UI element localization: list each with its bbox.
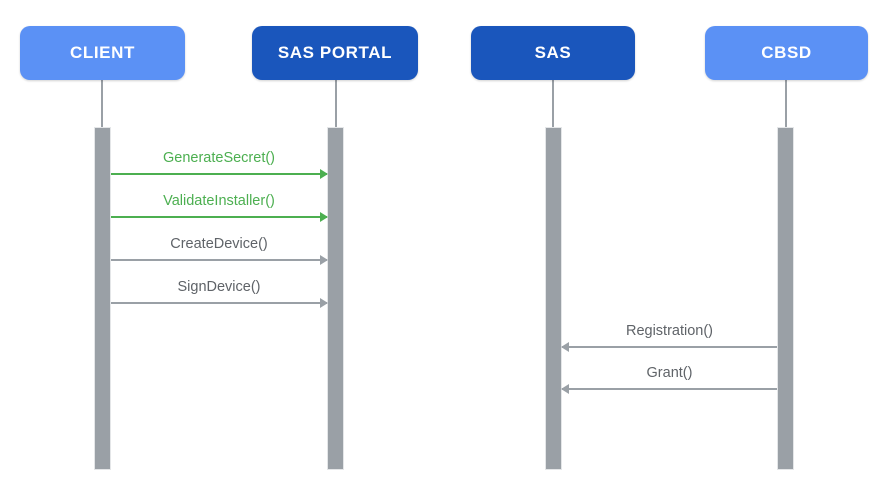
participant-label-sas: SAS: [534, 43, 572, 62]
activation-bar-sas: [545, 127, 562, 470]
participant-label-cbsd: CBSD: [761, 43, 812, 62]
arrowhead-right-icon: [320, 298, 328, 308]
lifeline-sas: [552, 80, 554, 127]
lifeline-client: [101, 80, 103, 127]
participant-sas[interactable]: SAS: [471, 26, 635, 80]
arrowhead-right-icon: [320, 255, 328, 265]
message-line-registration: [562, 346, 777, 348]
lifeline-cbsd: [785, 80, 787, 127]
message-label-generate-secret: GenerateSecret(): [162, 150, 276, 166]
participant-label-client: CLIENT: [70, 43, 135, 62]
lifeline-sas-portal: [335, 80, 337, 127]
participant-sas-portal[interactable]: SAS PORTAL: [252, 26, 418, 80]
message-line-create-device: [111, 259, 327, 261]
activation-bar-cbsd: [777, 127, 794, 470]
arrowhead-left-icon: [561, 342, 569, 352]
participant-client[interactable]: CLIENT: [20, 26, 185, 80]
message-label-grant: Grant(): [646, 365, 693, 381]
arrowhead-right-icon: [320, 212, 328, 222]
activation-bar-client: [94, 127, 111, 470]
message-line-validate-installer: [111, 216, 327, 218]
participant-label-sas-portal: SAS PORTAL: [277, 43, 393, 62]
participant-cbsd[interactable]: CBSD: [705, 26, 868, 80]
message-label-create-device: CreateDevice(): [170, 236, 268, 252]
message-label-validate-installer: ValidateInstaller(): [163, 193, 275, 209]
activation-bar-sas-portal: [327, 127, 344, 470]
arrowhead-right-icon: [320, 169, 328, 179]
message-line-grant: [562, 388, 777, 390]
message-label-sign-device: SignDevice(): [177, 279, 261, 295]
message-line-generate-secret: [111, 173, 327, 175]
message-line-sign-device: [111, 302, 327, 304]
message-label-registration: Registration(): [625, 323, 714, 339]
arrowhead-left-icon: [561, 384, 569, 394]
